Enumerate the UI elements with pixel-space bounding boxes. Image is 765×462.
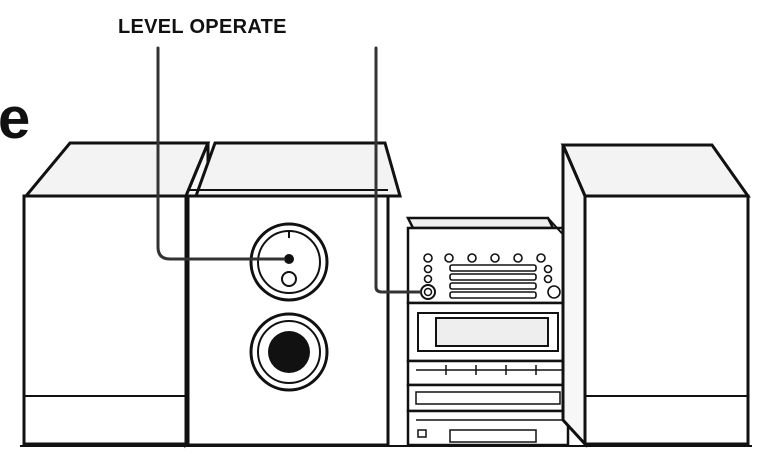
woofer-port: [249, 312, 329, 392]
heading-fragment: e: [0, 86, 30, 151]
level-pointer: [156, 46, 286, 261]
operate-button: [420, 284, 436, 300]
pointer-lines: [156, 46, 422, 294]
display-window: [435, 317, 549, 347]
callout-title: LEVEL OPERATE: [118, 16, 287, 38]
left-speaker: [22, 141, 211, 449]
deck-buttons: [423, 253, 561, 299]
main-deck-unit: [405, 216, 570, 447]
subwoofer-unit: [186, 141, 402, 447]
level-knob: [249, 222, 329, 302]
right-speaker: [560, 143, 751, 448]
operate-pointer: [374, 46, 422, 294]
